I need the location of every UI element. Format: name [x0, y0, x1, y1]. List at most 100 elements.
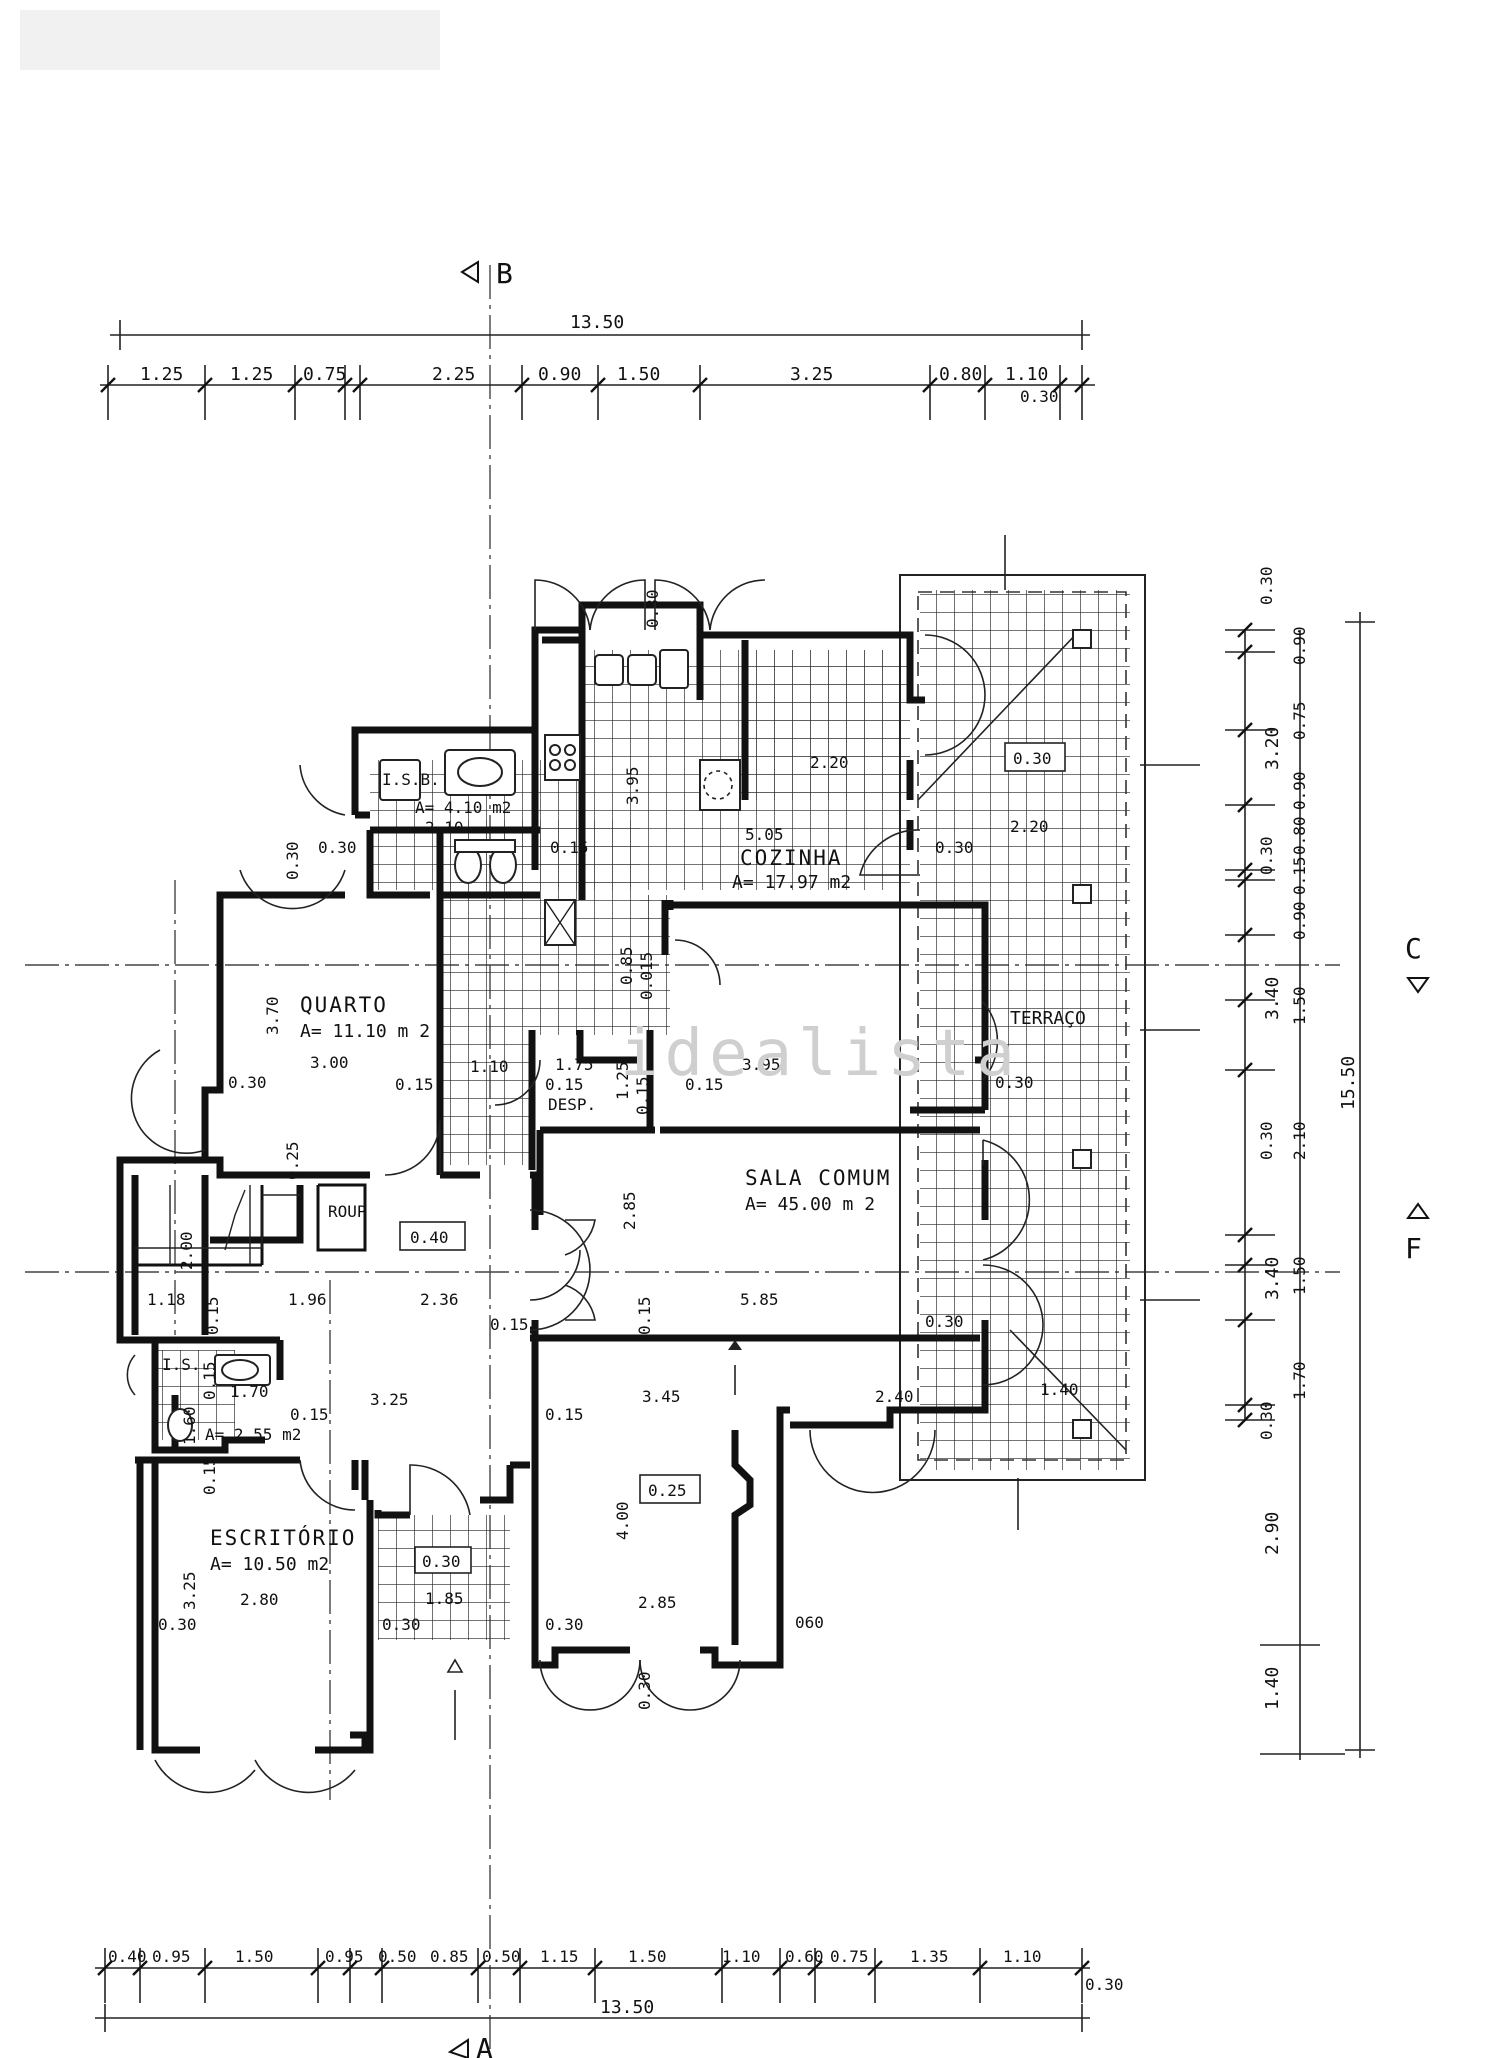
- dim-right-inner-12: 1.50: [1290, 1256, 1309, 1295]
- dimension-tick: [977, 377, 993, 393]
- dim-label: 0.30: [1013, 749, 1052, 768]
- dimension-tick: [922, 377, 938, 393]
- dimension-tick: [470, 1960, 486, 1976]
- dim-bottom-seg-8: 1.15: [540, 1947, 579, 1966]
- room-area-sala: A= 45.00 m 2: [745, 1194, 875, 1215]
- room-name-is: I.S.: [162, 1355, 201, 1374]
- dimension-tick: [197, 377, 213, 393]
- dim-label: 0.30: [995, 1073, 1034, 1092]
- dimension-tick: [1237, 1312, 1253, 1328]
- dim-label: 1.10: [470, 1057, 509, 1076]
- section-label-c: C: [1405, 932, 1422, 965]
- room-area-escritorio: A= 10.50 m2: [210, 1554, 329, 1575]
- dim-right-inner-8: 0.90: [1290, 901, 1309, 940]
- dimension-tick: [342, 1960, 358, 1976]
- dim-label: 4.00: [613, 1501, 632, 1540]
- dim-label: 5.85: [740, 1290, 779, 1309]
- dim-label: 0.30: [283, 841, 302, 880]
- dim-label: 060: [795, 1613, 824, 1632]
- dim-label: 2.85: [620, 1191, 639, 1230]
- dimension-tick: [100, 377, 116, 393]
- section-marker-c: C: [1405, 932, 1430, 994]
- dimension-tick: [1237, 992, 1253, 1008]
- dimension-tick: [1074, 377, 1090, 393]
- dim-label: 3.45: [642, 1387, 681, 1406]
- dimension-tick: [1052, 377, 1068, 393]
- watermark: idealista: [620, 1017, 1021, 1091]
- dim-label: 0.15: [395, 1075, 434, 1094]
- dim-label: 0.15: [203, 1296, 222, 1335]
- dimension-chain-top: 13.50 1.25 1.25 0.75 2.25 0.90 1.50 3.25…: [100, 312, 1095, 420]
- dim-right-inner-2: 0.90: [1290, 626, 1309, 665]
- section-label-a: A: [476, 2032, 493, 2058]
- dim-top-seg-4: 2.25: [432, 364, 475, 385]
- dim-label: 1.70: [230, 1382, 269, 1401]
- dimension-tick: [867, 1960, 883, 1976]
- dimension-tick: [1237, 1397, 1253, 1413]
- dim-label: 1.18: [147, 1290, 186, 1309]
- dim-label: 2.20: [1010, 817, 1049, 836]
- dim-label: 1.96: [288, 1290, 327, 1309]
- dim-bottom-seg-1: 0.40: [108, 1947, 147, 1966]
- dim-right-inner-3: 0.75: [1290, 701, 1309, 740]
- dim-top-seg-6: 1.50: [617, 364, 660, 385]
- dimension-tick: [287, 377, 303, 393]
- dim-bottom-seg-10: 1.10: [722, 1947, 761, 1966]
- dim-label: 0.15: [200, 1456, 219, 1495]
- dimension-tick: [1237, 872, 1253, 888]
- dimension-chain-right: 15.50 3.20 3.40 3.40 2.90 1.40 0.30 0.90…: [1225, 566, 1375, 1760]
- dim-top-extra: 0.30: [1020, 387, 1059, 406]
- section-marker-a: A: [447, 2032, 493, 2058]
- dim-right-inner-4: 0.90: [1290, 771, 1309, 810]
- room-name-escritorio: ESCRITÓRIO: [210, 1525, 356, 1550]
- dim-top-seg-1: 1.25: [140, 364, 183, 385]
- dim-bottom-seg-14: 1.10: [1003, 1947, 1042, 1966]
- dim-label: 0.30: [545, 1615, 584, 1634]
- dim-label: 2.20: [810, 753, 849, 772]
- dim-label: 0.30: [422, 1552, 461, 1571]
- dimension-tick: [1074, 1960, 1090, 1976]
- internal-dimensions: 0.30 3.95 2.20 5.05 0.30 2.20 0.30 2.10 …: [147, 589, 1079, 1710]
- dim-bottom-seg-11: 0.60: [785, 1947, 824, 1966]
- dim-label: 1.60: [180, 1406, 199, 1445]
- section-label-b: B: [496, 257, 513, 290]
- room-area-cozinha: A= 17.97 m2: [732, 872, 851, 893]
- dim-label: 5.05: [745, 825, 784, 844]
- dim-bottom-seg-9: 1.50: [628, 1947, 667, 1966]
- section-marker-f: F: [1405, 1202, 1430, 1265]
- dim-label: 1.75: [555, 1055, 594, 1074]
- dimension-tick: [514, 377, 530, 393]
- room-name-quarto: QUARTO: [300, 993, 388, 1017]
- dim-label: 0.40: [410, 1228, 449, 1247]
- dim-label: 0.30: [635, 1671, 654, 1710]
- dim-label: 2.36: [420, 1290, 459, 1309]
- dim-label: 0.30: [228, 1073, 267, 1092]
- dim-label: 2.10: [425, 818, 464, 837]
- dim-label: 0.015: [637, 952, 656, 1000]
- dim-label: 0.30: [935, 838, 974, 857]
- dim-label: 2.00: [177, 1231, 196, 1270]
- dimension-tick: [1237, 644, 1253, 660]
- dimension-tick: [587, 1960, 603, 1976]
- dim-top-seg-8: 0.80: [939, 364, 982, 385]
- dim-label: 0.15: [290, 1405, 329, 1424]
- dim-label: 2.85: [638, 1593, 677, 1612]
- dimension-tick: [807, 1960, 823, 1976]
- dimension-tick: [132, 1960, 148, 1976]
- room-name-cozinha: COZINHA: [740, 846, 843, 870]
- dim-label: 0.15: [635, 1296, 654, 1335]
- dimension-tick: [772, 1960, 788, 1976]
- dim-right-mid-1: 3.20: [1262, 727, 1283, 770]
- dim-label: 0.15: [550, 838, 589, 857]
- dim-right-mid-3: 3.40: [1262, 1257, 1283, 1300]
- fixtures: [135, 649, 742, 1740]
- dim-bottom-seg-13: 1.35: [910, 1947, 949, 1966]
- dim-right-inner-9: 1.50: [1290, 986, 1309, 1025]
- dim-top-seg-7: 3.25: [790, 364, 833, 385]
- dimension-tick: [1237, 797, 1253, 813]
- dim-label: 3.25: [180, 1571, 199, 1610]
- dim-label: 0.15: [545, 1405, 584, 1424]
- dimension-tick: [374, 1960, 390, 1976]
- dimension-tick: [352, 377, 368, 393]
